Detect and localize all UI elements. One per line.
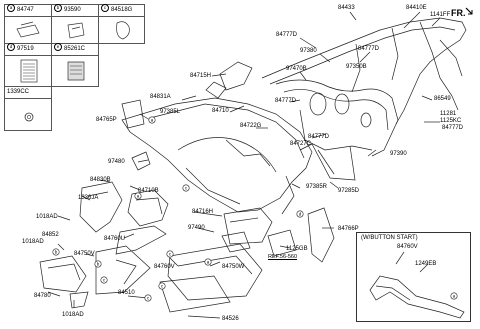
- part-label: 84510: [118, 290, 135, 296]
- part-label: 1018AD: [36, 214, 58, 220]
- svg-text:a: a: [207, 260, 210, 265]
- part-label: 1249EB: [415, 261, 437, 267]
- legend-code: 97519: [17, 46, 34, 52]
- part-label: 84777D: [308, 134, 330, 140]
- part-label: 1125GB: [286, 246, 308, 252]
- part-label: 11281: [440, 111, 457, 117]
- part-label: 97480: [108, 159, 125, 165]
- part-label: 84410E: [406, 5, 427, 11]
- svg-text:c: c: [169, 252, 172, 257]
- button-start-title: (W/BUTTON START): [361, 235, 418, 241]
- part-label: 97385R: [306, 184, 328, 190]
- crash-pad-main: [121, 97, 313, 213]
- speaker-cover: [219, 61, 253, 91]
- svg-text:c: c: [103, 278, 106, 283]
- part-label: REF.56-560: [268, 254, 298, 260]
- legend-code: 84747: [17, 7, 34, 13]
- part-label: 84777D: [358, 46, 380, 52]
- part-label: 84777D: [442, 125, 464, 131]
- part-label: 1336JA: [78, 195, 99, 201]
- clip-ring-icon: [24, 112, 34, 122]
- part-label: 84777D: [276, 32, 298, 38]
- svg-text:b: b: [97, 262, 100, 267]
- button-start-trim: [369, 275, 465, 319]
- part-label: 84766P: [338, 226, 359, 232]
- svg-text:a: a: [151, 118, 154, 123]
- part-label: 1018AD: [22, 239, 44, 245]
- switch-part-icon: [67, 22, 85, 39]
- part-label: 97285D: [338, 188, 360, 194]
- part-label: 84750V: [74, 251, 95, 257]
- legend-code: 93590: [64, 7, 81, 13]
- air-duct: [275, 79, 399, 157]
- part-label: 84760V: [154, 264, 175, 270]
- glove-box: [167, 243, 263, 301]
- part-label: 84831A: [150, 94, 171, 100]
- legend-letter: c: [101, 4, 109, 13]
- part-label: 84760V: [397, 244, 418, 250]
- svg-text:c: c: [147, 296, 150, 301]
- part-label: 84716H: [192, 209, 214, 215]
- part-label: 84765P: [96, 117, 117, 123]
- part-label: 84760U: [104, 236, 126, 242]
- part-label: 84526: [222, 316, 239, 322]
- part-label: 84727C: [290, 141, 312, 147]
- part-label: 84750W: [222, 264, 245, 270]
- part-label: 84722G: [240, 123, 262, 129]
- part-label: 97380: [300, 48, 317, 54]
- bracket-part-icon: [116, 21, 130, 40]
- part-label: 84852: [42, 232, 59, 238]
- part-label: 97390: [390, 151, 407, 157]
- vent-grille-icon: [20, 59, 38, 83]
- part-label: 84777D: [275, 98, 297, 104]
- part-label: 1141FF: [430, 12, 451, 18]
- front-direction-label: FR.: [451, 8, 466, 18]
- legend-letter: b: [54, 4, 62, 13]
- part-label: 97490: [188, 225, 205, 231]
- clip-part-icon: [16, 21, 40, 38]
- legend-letter: e: [54, 43, 62, 52]
- part-label: 97385L: [160, 109, 181, 115]
- part-label: 86549: [434, 96, 451, 102]
- crash-pad-beam: [261, 17, 467, 125]
- part-label: 84830B: [90, 177, 111, 183]
- legend-code: 84518G: [111, 7, 133, 13]
- part-label: 84710B: [138, 188, 159, 194]
- part-label: 97470B: [286, 66, 307, 72]
- sensor-cover-icon: [67, 61, 85, 81]
- svg-text:a: a: [137, 194, 140, 199]
- legend-letter: d: [7, 43, 15, 52]
- svg-text:c: c: [185, 186, 188, 191]
- button-start-detail-box: (W/BUTTON START) 84760V 1249EB: [356, 232, 471, 322]
- part-label: 1125KC: [440, 118, 462, 124]
- part-label: 84780: [34, 293, 51, 299]
- legend-cell-f: 1339CC: [4, 86, 52, 131]
- legend-code: 85261C: [64, 46, 86, 52]
- part-label: 84710: [212, 108, 229, 114]
- part-label: 97350B: [346, 64, 367, 70]
- svg-text:d: d: [299, 212, 302, 217]
- part-label: 1018AD: [62, 312, 84, 318]
- svg-text:b: b: [55, 250, 58, 255]
- legend-code: 1339CC: [7, 89, 30, 95]
- part-label: 84433: [338, 5, 355, 11]
- legend-letter: a: [7, 4, 15, 13]
- svg-text:a: a: [453, 294, 456, 299]
- svg-text:c: c: [161, 284, 164, 289]
- part-label: 84715H: [190, 73, 212, 79]
